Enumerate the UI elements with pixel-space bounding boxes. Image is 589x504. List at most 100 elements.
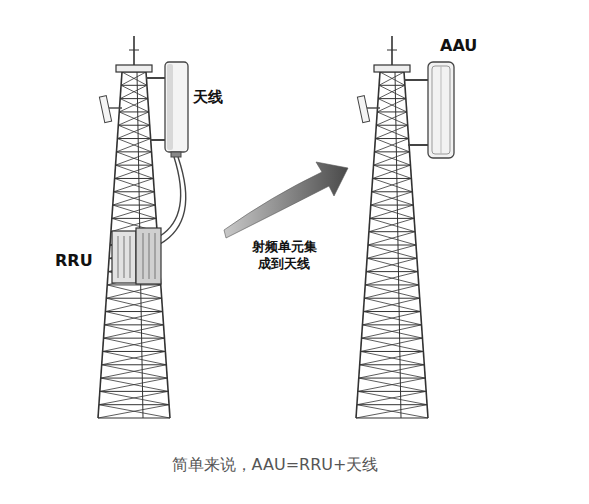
tower-member [365, 285, 419, 298]
tower-platform [374, 65, 410, 72]
tower-member [357, 391, 426, 404]
aau-inner [432, 66, 450, 154]
tower-member [103, 351, 167, 364]
antenna-panel [165, 62, 188, 152]
tower-member [106, 298, 161, 299]
tower-member [116, 165, 153, 166]
tower-member [372, 178, 412, 191]
tower-member [113, 192, 155, 205]
tower-member [372, 192, 414, 205]
antenna-label: 天线 [193, 88, 223, 108]
tower-member [370, 218, 414, 219]
rru-label: RRU [55, 251, 93, 272]
tower-member [363, 298, 419, 311]
tower-member [117, 125, 149, 138]
tower-member [115, 178, 155, 191]
tower-member [364, 298, 419, 299]
tower-member [118, 125, 149, 126]
tower-member [367, 258, 418, 271]
tower-member [120, 99, 149, 112]
tower-member [362, 338, 424, 351]
side-antenna [357, 96, 369, 123]
tower-member [115, 178, 154, 179]
tower-member [103, 338, 165, 351]
tower-member [375, 139, 409, 152]
tower-member [362, 325, 422, 338]
tower-member [119, 112, 149, 125]
tower-member [119, 111, 149, 112]
tower-member [120, 85, 147, 98]
transform-arrow [224, 162, 348, 238]
tower-member [372, 191, 413, 192]
tower-member [366, 271, 418, 272]
tower-member [112, 218, 156, 219]
tower-member [116, 139, 150, 152]
tower-member [121, 72, 146, 85]
tower-member [370, 205, 413, 218]
tower-member [379, 85, 405, 86]
antenna-side [167, 64, 173, 150]
tower-member [362, 325, 422, 338]
tower-member [99, 391, 168, 404]
tower-member [116, 152, 152, 165]
tower-member [116, 165, 154, 178]
tower-member [364, 285, 418, 298]
side-antenna [99, 96, 111, 123]
towers [98, 36, 428, 418]
tower-member [107, 285, 161, 298]
tower-member [357, 404, 427, 405]
fin [155, 233, 156, 279]
tower-member [99, 404, 169, 405]
tower-member [358, 391, 426, 392]
tower-member [100, 378, 167, 391]
tower-member [358, 378, 425, 391]
tower-member [361, 338, 423, 351]
fin [130, 236, 131, 278]
tower-member [360, 351, 424, 364]
mount-arm [367, 107, 380, 108]
lattice-tower [98, 36, 170, 418]
tower-member [376, 125, 408, 138]
tower-member [380, 72, 405, 85]
tower-member [374, 165, 411, 166]
aau-line [441, 66, 442, 154]
tower-member [365, 284, 419, 285]
tower-member [100, 391, 168, 392]
tower-member [360, 365, 426, 378]
cable [160, 157, 181, 236]
tower-member [371, 205, 413, 206]
tower-member [374, 139, 408, 152]
tower-member [367, 258, 417, 259]
antenna-connector [171, 152, 181, 157]
tower-member [377, 99, 406, 112]
rru-box [136, 228, 161, 284]
tower-member [369, 232, 416, 245]
tower-member [361, 351, 424, 352]
tower-member [376, 112, 406, 125]
tower-member [374, 152, 410, 165]
tower-member [356, 417, 428, 418]
tower-member [114, 191, 155, 192]
tower-member [369, 218, 414, 231]
tower-member [363, 312, 421, 325]
tower-member [371, 192, 413, 205]
tower-member [115, 165, 153, 178]
arrow-label: 射频单元集 成到天线 [249, 239, 319, 273]
tower-member [368, 232, 415, 245]
tower-member [373, 178, 413, 191]
mount-arm [404, 79, 429, 81]
tower-member [102, 351, 166, 364]
tower-member [104, 324, 163, 325]
tower-member [362, 312, 420, 325]
tower-member [379, 72, 404, 85]
tower-member [121, 85, 147, 86]
rru-box [112, 231, 136, 283]
tower-member [359, 365, 425, 378]
tower-member [367, 245, 416, 258]
tower-member [369, 231, 415, 232]
tower-member [121, 85, 148, 98]
tower-member [102, 365, 168, 378]
fin [118, 236, 119, 278]
tower-member [98, 417, 170, 418]
